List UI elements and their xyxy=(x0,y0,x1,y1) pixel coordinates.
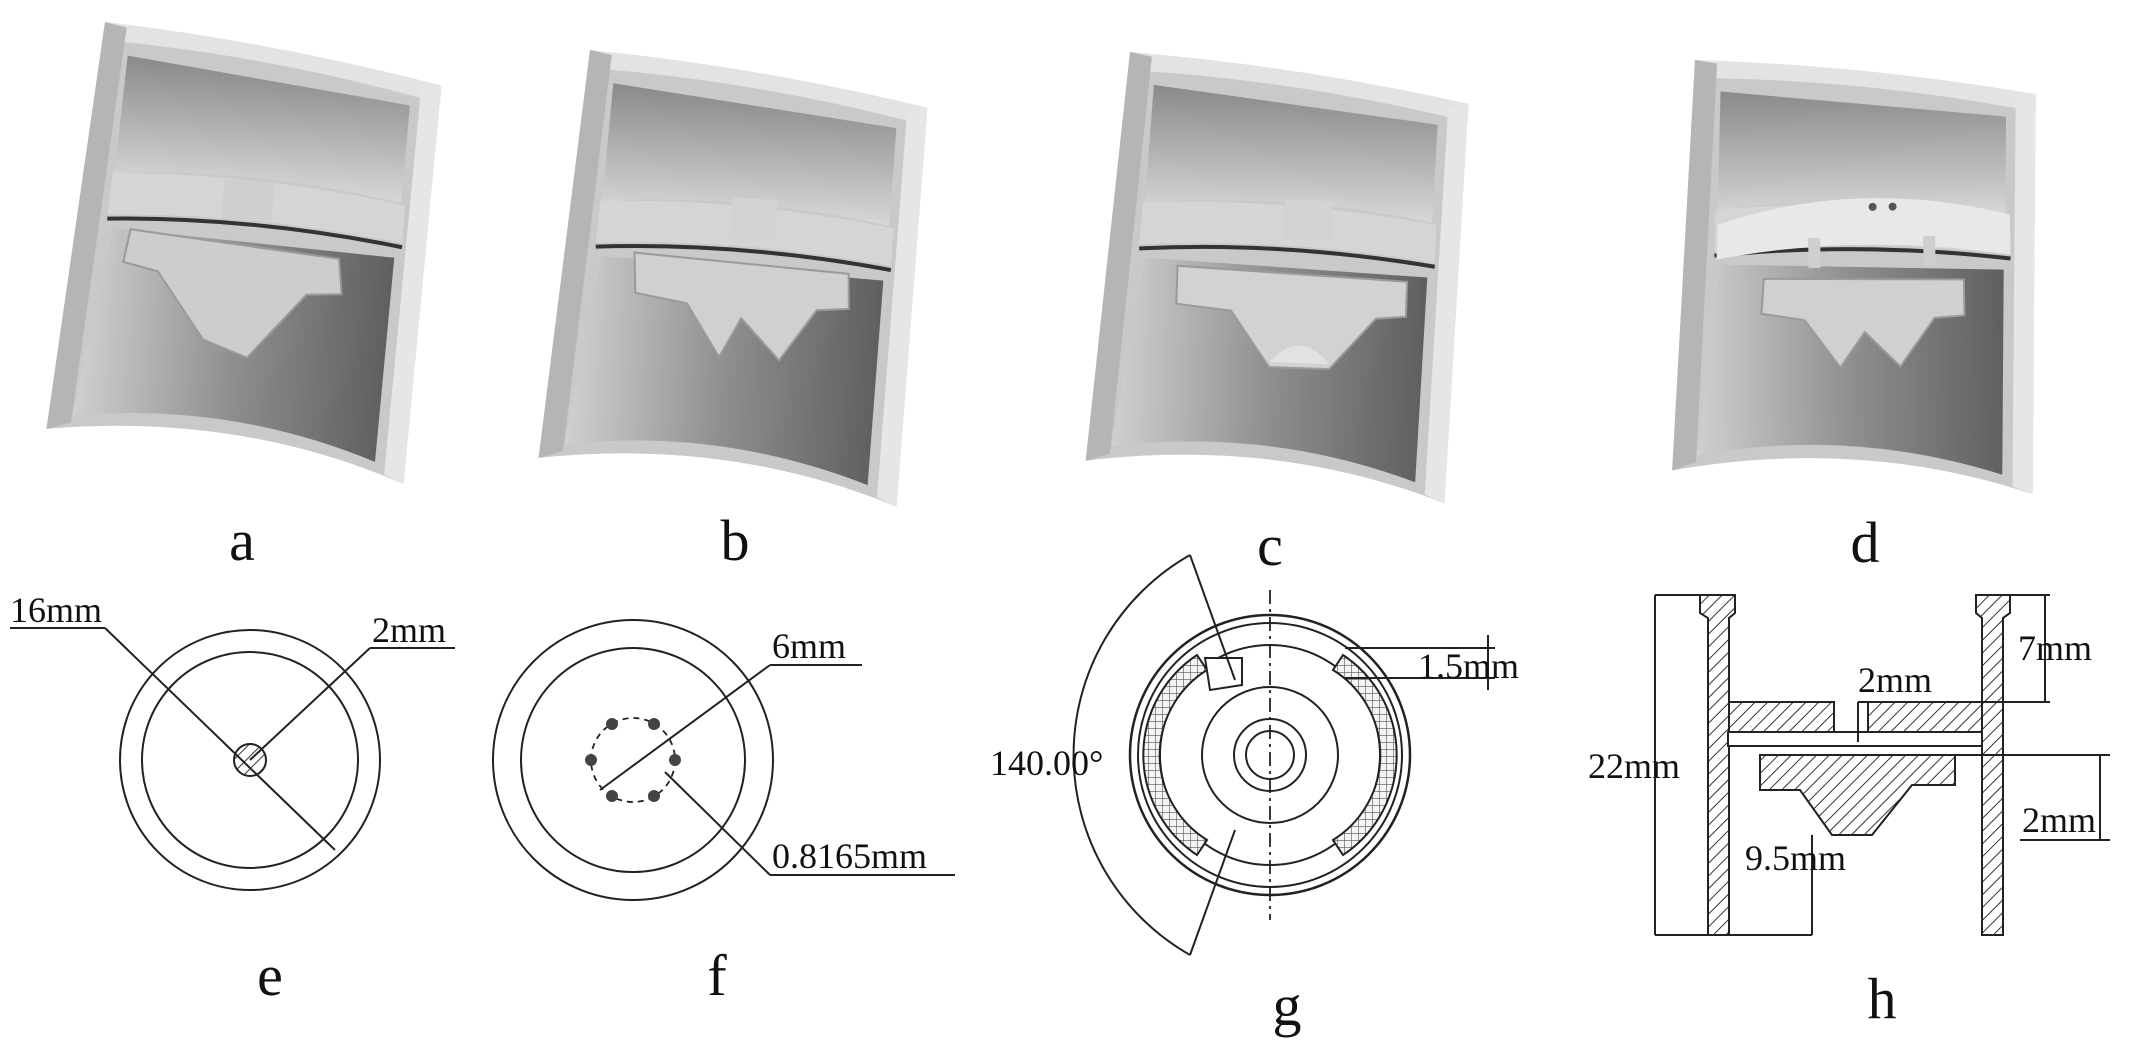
dome-valve xyxy=(1175,264,1409,371)
dim-g-gap: 1.5mm xyxy=(1418,646,1519,686)
dim-h-plate: 2mm xyxy=(1858,660,1932,700)
render-panel-d xyxy=(1612,40,2130,530)
inner-circle xyxy=(520,647,746,873)
panel-label-d: d xyxy=(1851,510,1880,575)
dim-e-outer: 16mm xyxy=(10,590,102,630)
hole xyxy=(585,754,597,766)
right-hatched-segment xyxy=(1331,653,1398,857)
dome-bump xyxy=(1269,345,1330,365)
render-panel-c xyxy=(1085,51,1470,504)
hole-pitch-circle xyxy=(590,717,676,803)
w-valve xyxy=(1760,277,1966,370)
drawing-panel-h: 22mm 7mm 2mm 2mm 9.5mm xyxy=(1588,594,2110,936)
plate-hole xyxy=(1888,202,1897,211)
panel-label-e: e xyxy=(257,943,283,1008)
dim-e-hole: 2mm xyxy=(372,610,446,650)
dim-h-height: 22mm xyxy=(1588,746,1680,786)
dim-f-circle: 6mm xyxy=(772,626,846,666)
drawing-panel-f: 6mm 0.8165mm xyxy=(492,619,955,901)
hole xyxy=(606,718,618,730)
drawing-panel-e: 16mm 2mm xyxy=(10,590,455,891)
hole xyxy=(648,718,660,730)
panel-label-a: a xyxy=(229,508,255,573)
v-valve-section xyxy=(1759,754,1956,836)
dim-g-angle: 140.00° xyxy=(990,743,1103,783)
left-wall xyxy=(1699,594,1736,936)
render-panel-a xyxy=(42,17,447,487)
v-valve xyxy=(122,228,343,359)
dim-h-depth: 9.5mm xyxy=(1745,838,1846,878)
angle-arc xyxy=(1072,554,1191,956)
center-post xyxy=(1283,199,1333,242)
center-post xyxy=(221,178,275,223)
hole xyxy=(669,754,681,766)
panel-label-f: f xyxy=(707,943,727,1008)
panel-label-h: h xyxy=(1868,966,1897,1031)
panel-label-g: g xyxy=(1273,973,1302,1038)
left-hatched-segment xyxy=(1142,653,1209,857)
dim-h-gap: 2mm xyxy=(2022,800,2096,840)
perforated-plate xyxy=(1716,198,2011,260)
right-wall xyxy=(1975,594,2011,936)
inner-circle xyxy=(141,651,359,869)
render-panel-b xyxy=(537,48,930,507)
hole xyxy=(606,790,618,802)
drawing-panel-g: 140.00° 1.5mm xyxy=(990,554,1519,956)
outer-circle xyxy=(119,629,381,891)
center-post xyxy=(730,197,778,240)
dim-f-hole: 0.8165mm xyxy=(772,836,927,876)
right-plate xyxy=(1867,701,1983,733)
panel-label-c: c xyxy=(1257,513,1283,578)
w-valve xyxy=(633,251,850,362)
left-plate xyxy=(1728,701,1835,733)
hole xyxy=(648,790,660,802)
outer-circle xyxy=(492,619,774,901)
plate-hole xyxy=(1868,202,1877,211)
dim-h-top: 7mm xyxy=(2018,628,2092,668)
panel-label-b: b xyxy=(721,508,750,573)
